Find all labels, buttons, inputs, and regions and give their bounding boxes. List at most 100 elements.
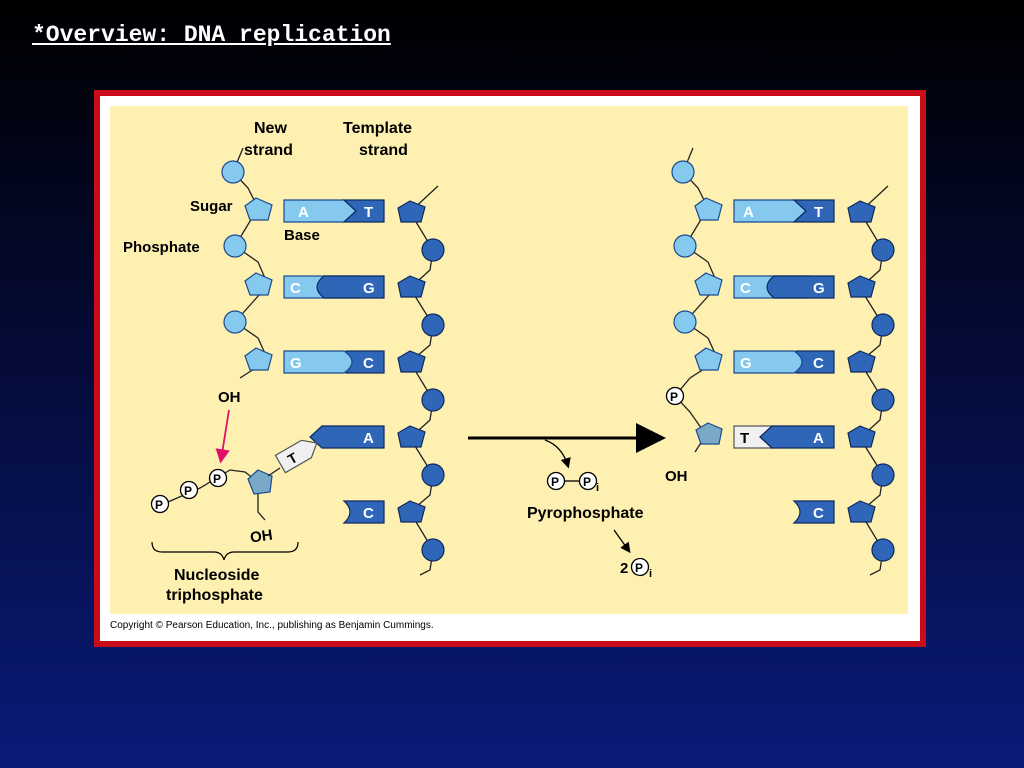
label-nucleoside: Nucleoside <box>174 567 259 584</box>
phosphate-icon <box>421 238 445 262</box>
sugar-icon <box>244 272 273 296</box>
base-pair-row-3: G C <box>733 350 835 374</box>
base-label: T <box>740 430 749 447</box>
label-oh-right: OH <box>665 468 688 485</box>
base-pair-row-1: A T <box>283 199 385 223</box>
slide-title: *Overview: DNA replication <box>32 22 391 48</box>
base-g <box>316 275 385 299</box>
label-triphosphate: triphosphate <box>166 587 263 604</box>
template-base-a-row-4: A <box>309 425 385 449</box>
sugar-icon <box>244 197 273 221</box>
phosphate-icon <box>223 234 247 258</box>
phosphate-icon <box>221 160 245 184</box>
base-pair-row-1: A T <box>733 199 835 223</box>
phosphate-icon <box>673 310 697 334</box>
phosphate-icon <box>421 313 445 337</box>
brace-icon <box>151 541 299 561</box>
phosphate-icon <box>578 471 598 491</box>
phosphate-icon <box>871 538 895 562</box>
phosphate-label: P <box>670 390 678 404</box>
label-template-strand: strand <box>359 142 408 159</box>
phosphate-label: P <box>184 484 192 498</box>
base-label: A <box>813 430 824 447</box>
base-label: G <box>290 355 302 372</box>
phosphate-icon <box>871 313 895 337</box>
label-template: Template <box>343 120 412 137</box>
phosphate-label: P <box>635 561 643 575</box>
base-pair-row-3: G C <box>283 350 385 374</box>
sugar-icon <box>694 347 723 371</box>
incoming-nucleotide: T P P P OH <box>150 439 318 547</box>
sugar-icon <box>847 350 876 373</box>
sugar-icon <box>397 275 426 298</box>
base-t <box>342 199 385 223</box>
label-new: New <box>254 120 287 137</box>
base-label: A <box>743 204 754 221</box>
hydrolysis-arrow <box>613 529 631 554</box>
label-pyrophosphate: Pyrophosphate <box>527 505 644 522</box>
left-new-strand-backbone <box>232 147 269 379</box>
phosphate-icon <box>421 463 445 487</box>
middle-panel: P P i Pyrophosphate 2 P i <box>468 423 666 580</box>
base-t <box>274 439 318 474</box>
base-a <box>283 199 357 223</box>
phosphate-icon <box>871 238 895 262</box>
sugar-icon <box>694 272 723 296</box>
phosphate-icon <box>223 310 247 334</box>
phosphate-icon <box>150 494 170 514</box>
oh-label-nucleotide: OH <box>249 527 274 547</box>
copyright-text: Copyright © Pearson Education, Inc., pub… <box>110 620 434 631</box>
phosphate-label: P <box>155 498 163 512</box>
pink-arrow <box>215 409 230 464</box>
phosphate-icon <box>665 386 685 406</box>
base-label: G <box>363 280 375 297</box>
label-sugar: Sugar <box>190 198 233 215</box>
label-two: 2 <box>620 560 628 577</box>
sugar-icon <box>397 200 426 223</box>
sugar-icon <box>397 425 426 448</box>
phosphate-icon <box>208 468 228 488</box>
phosphate-icon <box>179 480 199 500</box>
base-label: T <box>814 204 823 221</box>
phosphate-icon <box>630 557 650 577</box>
base-pair-row-2: C G <box>283 275 385 299</box>
release-arrow <box>544 439 571 469</box>
base-pair-row-2: C G <box>733 275 835 299</box>
sugar-icon <box>397 500 426 523</box>
nucleotide-backbone <box>167 469 266 521</box>
base-label: C <box>290 280 301 297</box>
sugar-icon <box>695 422 723 445</box>
phosphate-label: P <box>583 475 591 489</box>
label-phosphate: Phosphate <box>123 239 200 256</box>
sugar-icon <box>847 275 876 298</box>
sugar-icon <box>847 500 876 523</box>
label-oh: OH <box>218 389 241 406</box>
base-c <box>342 500 385 524</box>
phosphate-icon <box>871 388 895 412</box>
sugar-icon <box>694 197 723 221</box>
phosphate-icon <box>421 538 445 562</box>
pi-subscript: i <box>649 568 652 580</box>
base-label: T <box>364 204 373 221</box>
phosphate-icon <box>871 463 895 487</box>
phosphate-icon <box>546 471 566 491</box>
base-label: G <box>740 355 752 372</box>
base-label: C <box>363 505 374 522</box>
phosphate-icon <box>673 234 697 258</box>
left-panel: A T C G G C A C <box>123 120 445 604</box>
base-label: G <box>813 280 825 297</box>
base-label: C <box>813 355 824 372</box>
label-base: Base <box>284 227 320 244</box>
template-base-c-row-5: C <box>792 500 835 524</box>
phosphate-icon <box>421 388 445 412</box>
base-label: C <box>363 355 374 372</box>
sugar-icon <box>247 469 273 495</box>
base-label: C <box>740 280 751 297</box>
sugar-icon <box>397 350 426 373</box>
pi-subscript: i <box>596 482 599 494</box>
sugar-icon <box>847 425 876 448</box>
right-panel: P OH A T C G G C <box>665 147 895 576</box>
base-label: C <box>813 505 824 522</box>
base-a <box>309 425 385 449</box>
